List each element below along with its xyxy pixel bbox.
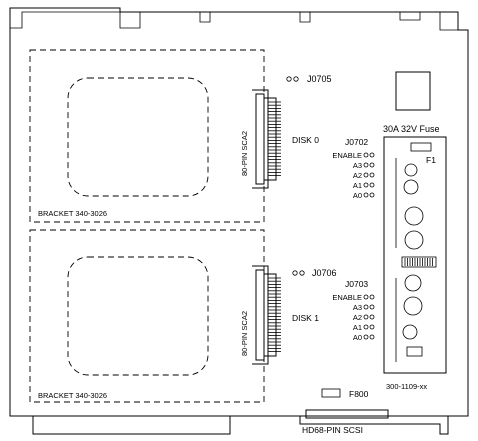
bottom-rail-right — [299, 416, 449, 435]
j0702-pin-a1-2 — [369, 182, 375, 188]
j0703-label-a0: A0 — [353, 333, 362, 342]
disk1-label: DISK 1 — [292, 313, 319, 323]
j0705-label: J0705 — [307, 74, 332, 84]
board-outline — [9, 7, 469, 417]
j0702-pin-a0-1 — [363, 192, 369, 198]
j0703-pin-a0-1 — [363, 334, 369, 340]
j0703-label-a1: A1 — [353, 323, 362, 332]
j0702-label-enable: ENABLE — [332, 151, 362, 160]
module-cap-5 — [404, 274, 422, 292]
disk1-dashed-area — [67, 256, 209, 376]
j0706-pin-2 — [299, 270, 305, 276]
top-edge — [10, 11, 458, 31]
j0702-label: J0702 — [345, 137, 368, 147]
j0703-pin-enable-1 — [363, 294, 369, 300]
j0706-pin-1 — [292, 270, 298, 276]
j0703-pin-a0-2 — [369, 334, 375, 340]
fuse-f800 — [321, 388, 341, 398]
fuse-f1 — [410, 142, 432, 152]
disk0-dashed-area — [67, 77, 209, 197]
sca2-connector-top — [252, 89, 281, 189]
j0703-pin-enable-2 — [369, 294, 375, 300]
module-cap-7 — [402, 324, 418, 340]
j0703-label: J0703 — [345, 279, 368, 289]
j0702-pin-enable-2 — [369, 152, 375, 158]
j0702-pin-a3-1 — [363, 162, 369, 168]
f1-label: F1 — [426, 155, 436, 165]
part-number-label: 300-1109-xx — [386, 382, 427, 391]
square-component — [395, 71, 431, 111]
j0703-pin-a2-2 — [369, 314, 375, 320]
scsi-label: HD68-PIN SCSI — [302, 425, 363, 435]
module-cap-6 — [403, 296, 423, 316]
j0703-pin-a1-1 — [363, 324, 369, 330]
j0703-pin-a3-1 — [363, 304, 369, 310]
scsi-connector — [305, 409, 389, 419]
bracket-bottom-outline — [29, 229, 265, 403]
j0702-pin-a3-2 — [369, 162, 375, 168]
sca2-connector-bottom — [252, 265, 281, 365]
j0702-label-a0: A0 — [353, 191, 362, 200]
j0703-pin-a1-2 — [369, 324, 375, 330]
j0703-label-enable: ENABLE — [332, 293, 362, 302]
bracket-bottom-label: BRACKET 340-3026 — [38, 391, 107, 400]
module-small-rect — [406, 346, 423, 357]
j0702-pin-enable-1 — [363, 152, 369, 158]
bottom-rail-left — [32, 416, 231, 435]
power-module — [383, 136, 447, 374]
j0702-label-a2: A2 — [353, 171, 362, 180]
j0703-pin-a3-2 — [369, 304, 375, 310]
j0702-label-a1: A1 — [353, 181, 362, 190]
module-resistor-array — [401, 256, 437, 268]
j0705-pin-2 — [293, 76, 299, 82]
sca2-top-label: 80-PIN SCA2 — [240, 131, 249, 176]
disk0-label: DISK 0 — [292, 135, 319, 145]
j0702-pin-a0-2 — [369, 192, 375, 198]
j0703-label-a2: A2 — [353, 313, 362, 322]
j0702-pin-a2-2 — [369, 172, 375, 178]
module-cap-3 — [404, 206, 424, 226]
j0702-pin-a1-1 — [363, 182, 369, 188]
j0702-label-a3: A3 — [353, 161, 362, 170]
module-cap-1 — [404, 163, 418, 177]
module-cap-4 — [404, 230, 424, 250]
j0702-pin-a2-1 — [363, 172, 369, 178]
f800-label: F800 — [349, 389, 369, 399]
j0705-pin-1 — [286, 76, 292, 82]
sca2-bottom-label: 80-PIN SCA2 — [240, 311, 249, 356]
bracket-top-label: BRACKET 340-3026 — [38, 209, 107, 218]
module-cap-2 — [403, 179, 419, 195]
resistor-lines — [404, 258, 433, 266]
j0703-label-a3: A3 — [353, 303, 362, 312]
fuse-label: 30A 32V Fuse — [383, 124, 440, 134]
j0706-label: J0706 — [312, 268, 337, 278]
j0703-pin-a2-1 — [363, 314, 369, 320]
